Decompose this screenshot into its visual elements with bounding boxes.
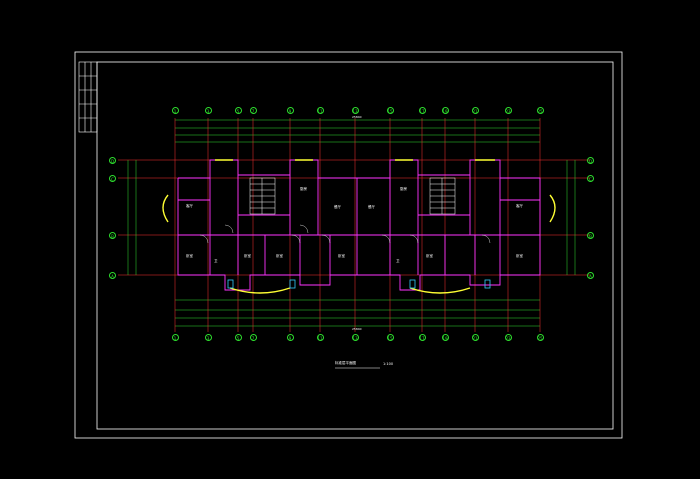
sheet-border-outer	[74, 51, 623, 439]
door-swings	[199, 224, 491, 244]
stairs	[249, 177, 456, 215]
room-bed-5: 卧室	[426, 254, 433, 258]
room-living-left: 客厅	[186, 204, 193, 208]
room-living-right: 客厅	[516, 204, 523, 208]
windows	[162, 159, 556, 294]
room-bath-left: 卫	[214, 259, 218, 263]
axis-bubble-right-D: D	[587, 157, 594, 164]
axis-bubble-top: 21	[471, 107, 479, 114]
top-total-dimension: 25840	[352, 115, 362, 119]
axis-bubble-bottom: 3	[204, 334, 212, 341]
room-dining-left: 餐厅	[334, 205, 341, 209]
vertical-axis-lines	[174, 118, 541, 332]
room-bed-2: 卧室	[244, 254, 251, 258]
room-bed-4: 卧室	[338, 254, 345, 258]
room-dining-right: 餐厅	[368, 205, 375, 209]
axis-bubble-bottom: 9	[286, 334, 294, 341]
axis-bubble-top: 5	[234, 107, 242, 114]
axis-bubble-top: 19	[441, 107, 449, 114]
axis-bubble-top: 13	[351, 107, 359, 114]
axis-bubble-bottom: 25	[536, 334, 544, 341]
room-kitchen-left: 厨房	[300, 187, 307, 191]
axis-bubble-top: 23	[504, 107, 512, 114]
plan-scale: 1:100	[383, 362, 394, 366]
axis-bubble-bottom: 1	[171, 334, 179, 341]
axis-bubble-top: 25	[536, 107, 544, 114]
axis-bubble-bottom: 7	[249, 334, 257, 341]
axis-bubble-bottom: 11	[316, 334, 324, 341]
axis-bubble-top: 1	[171, 107, 179, 114]
room-bath-right: 卫	[396, 259, 400, 263]
bottom-dimension-lines	[175, 299, 540, 327]
axis-bubble-top: 9	[286, 107, 294, 114]
axis-bubble-top: 7	[249, 107, 257, 114]
room-bed-3: 卧室	[276, 254, 283, 258]
axis-bubble-bottom: 19	[441, 334, 449, 341]
axis-bubble-right-A: A	[587, 272, 594, 279]
axis-bubble-bottom: 21	[471, 334, 479, 341]
axis-bubble-top: 3	[204, 107, 212, 114]
axis-bubble-left-D: D	[109, 157, 116, 164]
axis-bubble-left-C: C	[109, 175, 116, 182]
axis-bubble-right-C: C	[587, 175, 594, 182]
sheet-border-inner	[96, 61, 614, 430]
axis-bubble-bottom: 5	[234, 334, 242, 341]
axis-bubble-right-B: B	[587, 232, 594, 239]
title-block	[78, 61, 98, 133]
side-dimension-lines	[127, 160, 576, 275]
room-bed-6: 卧室	[516, 254, 523, 258]
axis-bubble-bottom: 23	[504, 334, 512, 341]
axis-bubble-left-A: A	[109, 272, 116, 279]
bottom-total-dimension: 25840	[352, 327, 362, 331]
top-dimension-lines	[175, 119, 540, 143]
axis-bubble-bottom: 17	[418, 334, 426, 341]
axis-bubble-top: 11	[316, 107, 324, 114]
building-walls	[177, 159, 541, 291]
room-bed-1: 卧室	[186, 254, 193, 258]
axis-bubble-left-B: B	[109, 232, 116, 239]
plan-title: 标准层平面图	[335, 361, 356, 365]
room-kitchen-right: 厨房	[400, 187, 407, 191]
axis-bubble-bottom: 13	[351, 334, 359, 341]
glass-details	[227, 279, 491, 289]
axis-bubble-top: 15	[386, 107, 394, 114]
axis-bubble-bottom: 15	[386, 334, 394, 341]
axis-bubble-top: 17	[418, 107, 426, 114]
